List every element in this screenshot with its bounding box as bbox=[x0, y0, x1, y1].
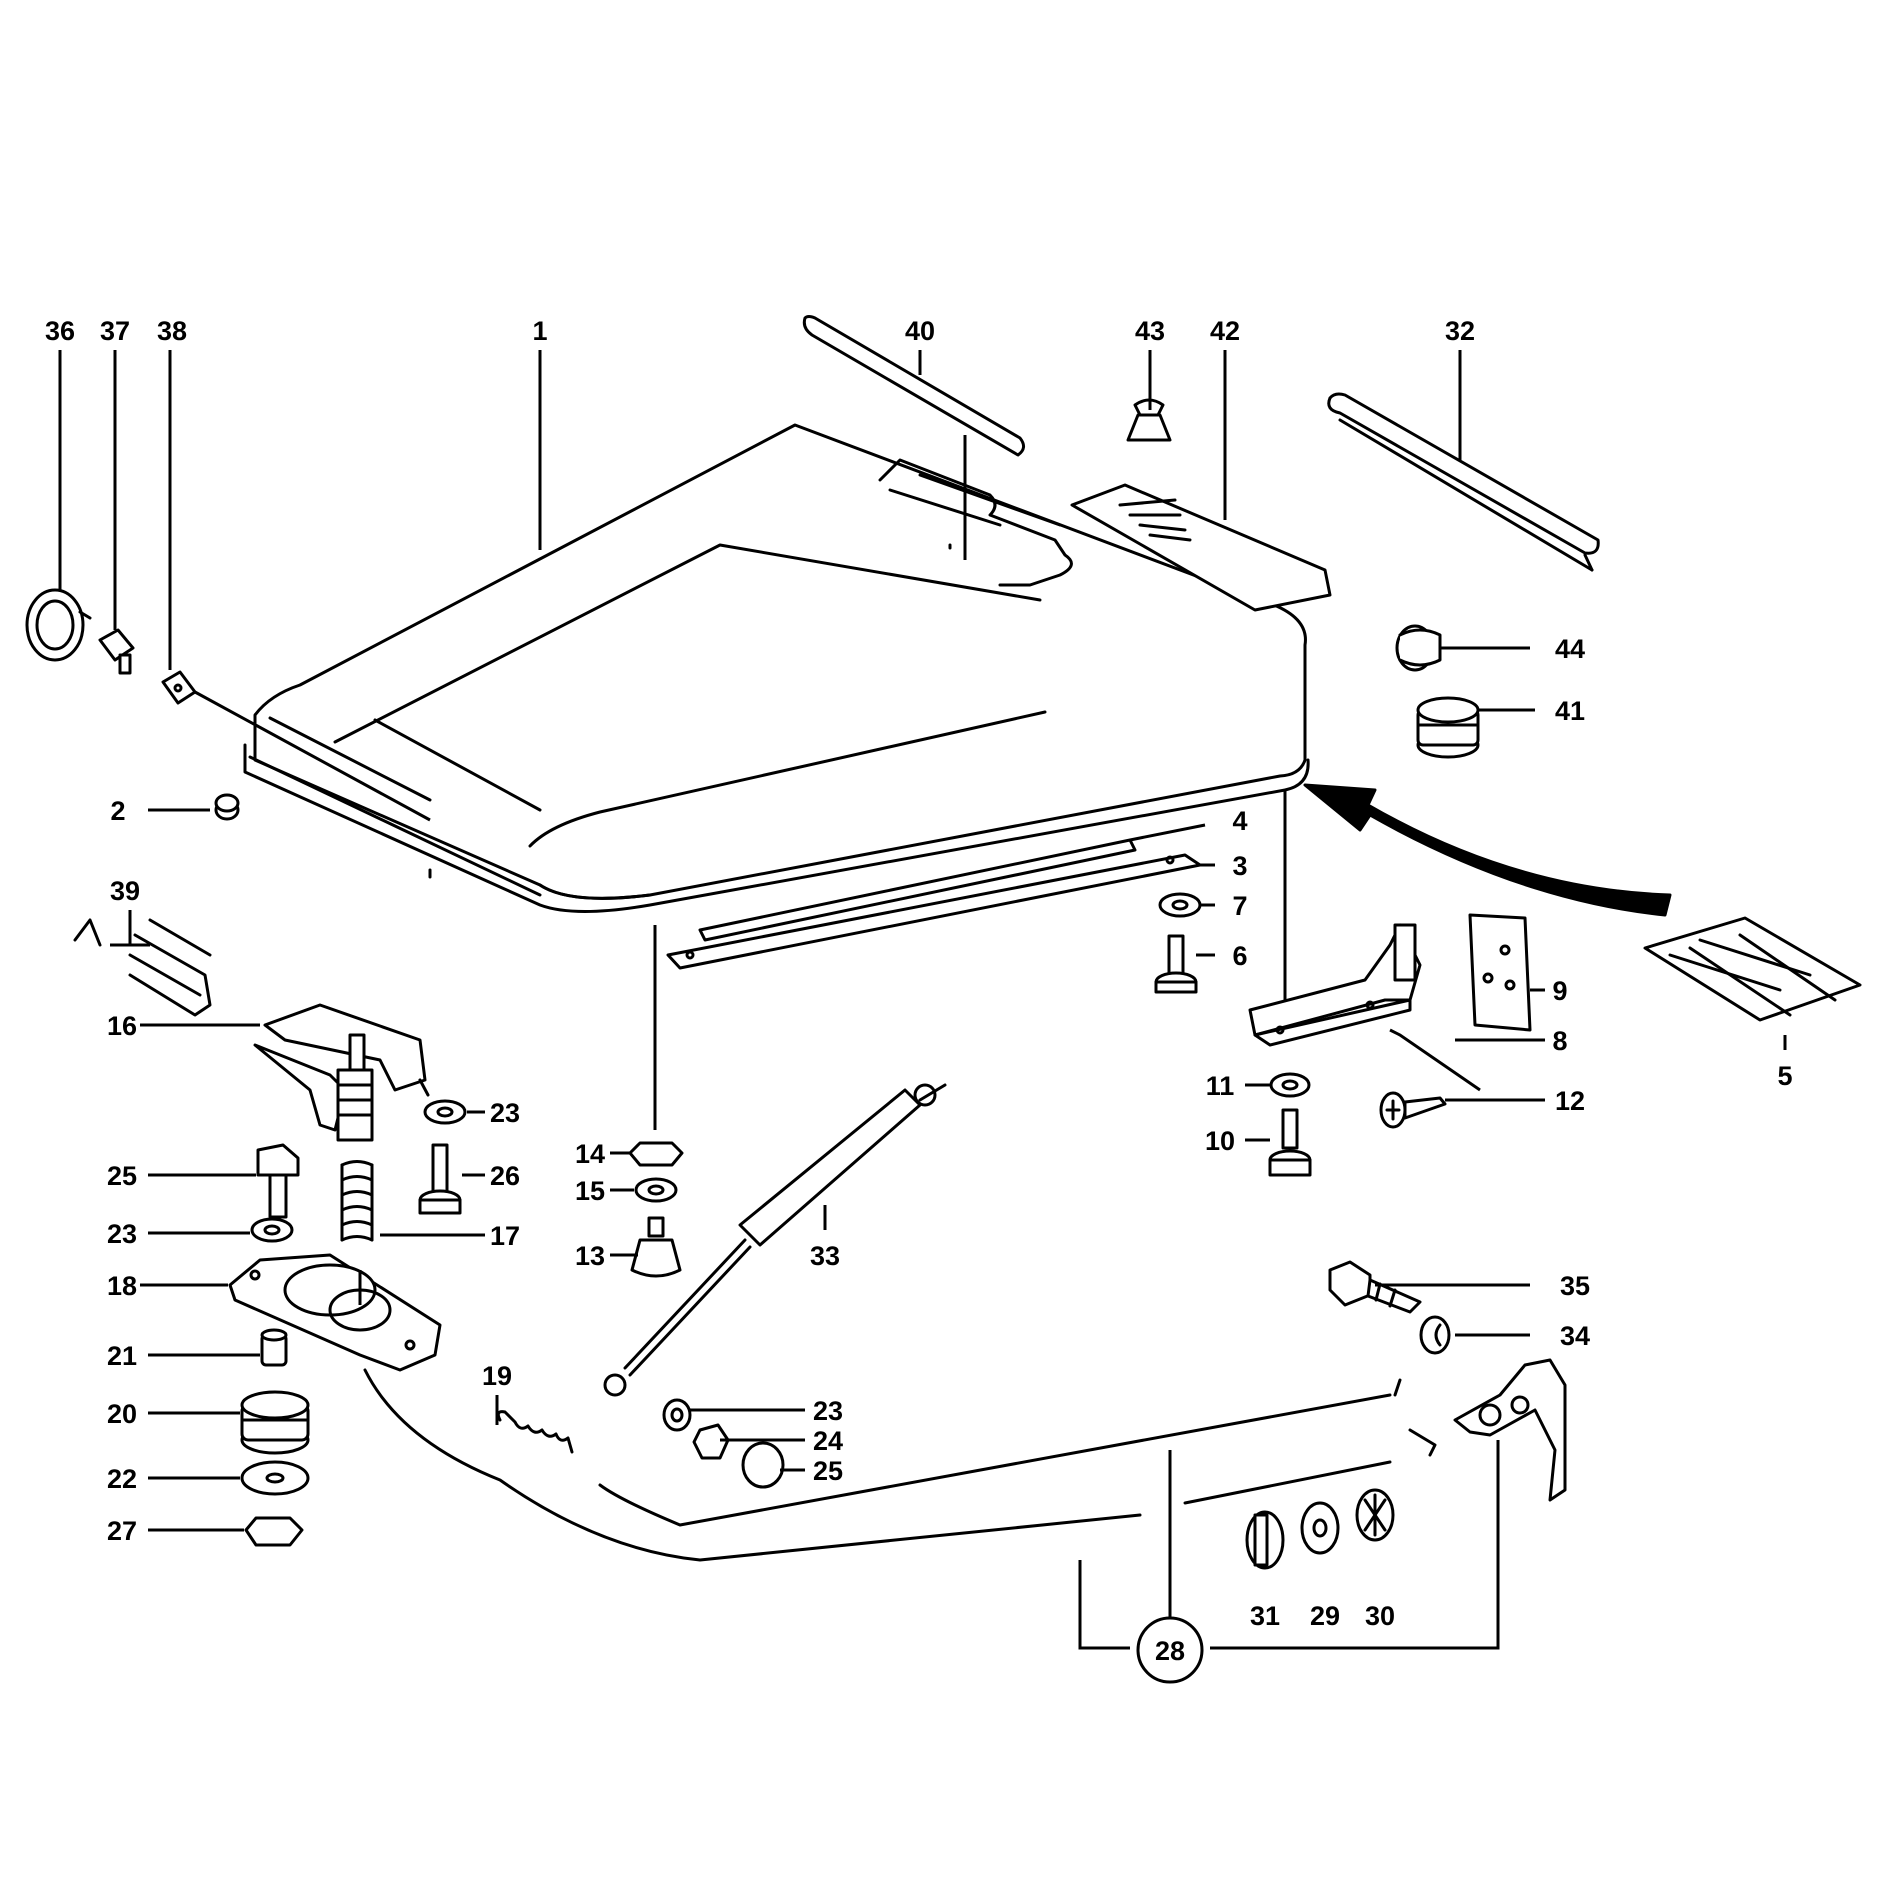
seal-bracket-39[interactable] bbox=[73, 918, 212, 1017]
callout-32: 32 bbox=[1445, 316, 1475, 346]
nut-34[interactable] bbox=[1419, 1315, 1451, 1355]
washer-23-lower[interactable] bbox=[662, 1398, 692, 1432]
callout-30: 30 bbox=[1365, 1601, 1395, 1631]
release-cable-28[interactable] bbox=[363, 1368, 1437, 1562]
callout-26: 26 bbox=[490, 1161, 520, 1191]
callout-7: 7 bbox=[1232, 891, 1247, 921]
callout-42: 42 bbox=[1210, 316, 1240, 346]
hex-nut-14[interactable] bbox=[628, 1141, 684, 1167]
callout-5: 5 bbox=[1777, 1061, 1792, 1091]
callout-17: 17 bbox=[490, 1221, 520, 1251]
callout-16: 16 bbox=[107, 1011, 137, 1041]
rubber-mount-20[interactable] bbox=[240, 1390, 310, 1455]
callout-8: 8 bbox=[1552, 1026, 1567, 1056]
callout-38: 38 bbox=[157, 316, 187, 346]
callout-18: 18 bbox=[107, 1271, 137, 1301]
bolt-6[interactable] bbox=[1154, 934, 1198, 994]
callout-20: 20 bbox=[107, 1399, 137, 1429]
callout-14: 14 bbox=[575, 1139, 605, 1169]
tension-spring-19[interactable] bbox=[496, 1410, 574, 1454]
callout-33: 33 bbox=[810, 1241, 840, 1271]
grommet-2[interactable] bbox=[214, 793, 240, 821]
callout-39: 39 bbox=[110, 876, 140, 906]
sleeve-21[interactable] bbox=[260, 1328, 288, 1367]
callout-15: 15 bbox=[575, 1176, 605, 1206]
nut-27[interactable] bbox=[244, 1516, 304, 1547]
callout-37: 37 bbox=[100, 316, 130, 346]
callout-6: 6 bbox=[1232, 941, 1247, 971]
leader-lines bbox=[58, 350, 1787, 1650]
washer-7[interactable] bbox=[1158, 892, 1202, 918]
push-clip-43[interactable] bbox=[1126, 398, 1172, 442]
callout-43: 43 bbox=[1135, 316, 1165, 346]
gas-strut-33[interactable] bbox=[603, 1083, 947, 1397]
seal-strip-4[interactable] bbox=[698, 838, 1137, 942]
star-washer-30[interactable] bbox=[1355, 1488, 1395, 1542]
callout-27: 27 bbox=[107, 1516, 137, 1546]
label-plate-5[interactable] bbox=[1643, 916, 1862, 1022]
hood-panel[interactable] bbox=[243, 423, 1310, 913]
callout-31: 31 bbox=[1250, 1601, 1280, 1631]
screw-12[interactable] bbox=[1379, 1091, 1447, 1129]
callout-labels: 1 2 3 4 5 6 7 8 9 10 11 12 13 14 15 16 1… bbox=[45, 316, 1793, 1684]
rubber-buffer-13[interactable] bbox=[630, 1216, 682, 1278]
callout-23-lower: 23 bbox=[813, 1396, 843, 1426]
hinge-8[interactable] bbox=[1248, 923, 1422, 1047]
callout-28-circle bbox=[1136, 1616, 1204, 1684]
grommet-41[interactable] bbox=[1416, 696, 1480, 759]
callout-34: 34 bbox=[1560, 1321, 1590, 1351]
callout-3: 3 bbox=[1232, 851, 1247, 881]
nut-24[interactable] bbox=[692, 1423, 730, 1460]
callout-22: 22 bbox=[107, 1464, 137, 1494]
callout-28: 28 bbox=[1155, 1636, 1185, 1666]
callout-11: 11 bbox=[1206, 1071, 1235, 1101]
callout-9: 9 bbox=[1552, 976, 1567, 1006]
seal-rail-32[interactable] bbox=[1327, 392, 1600, 572]
vent-plate-42[interactable] bbox=[1070, 483, 1332, 612]
screw-35[interactable] bbox=[1328, 1260, 1422, 1314]
cap-25-right[interactable] bbox=[741, 1441, 785, 1489]
callout-35: 35 bbox=[1560, 1271, 1590, 1301]
release-handle[interactable] bbox=[1453, 1358, 1567, 1502]
callout-29: 29 bbox=[1310, 1601, 1340, 1631]
plug-44[interactable] bbox=[1395, 624, 1442, 672]
washer-23-upper[interactable] bbox=[423, 1099, 467, 1125]
bolt-10[interactable] bbox=[1268, 1108, 1312, 1177]
callout-25-right: 25 bbox=[813, 1456, 843, 1486]
callout-2: 2 bbox=[110, 796, 125, 826]
base-plate-18[interactable] bbox=[228, 1253, 442, 1372]
cap-36[interactable] bbox=[25, 588, 92, 662]
clip-38[interactable] bbox=[161, 670, 197, 705]
callout-21: 21 bbox=[107, 1341, 137, 1371]
callout-12: 12 bbox=[1555, 1086, 1585, 1116]
bolt-25-left[interactable] bbox=[256, 1143, 300, 1219]
callout-4: 4 bbox=[1232, 806, 1247, 836]
washer-29[interactable] bbox=[1300, 1501, 1340, 1555]
callout-13: 13 bbox=[575, 1241, 605, 1271]
spring-17[interactable] bbox=[340, 1160, 374, 1242]
bolt-26[interactable] bbox=[418, 1143, 462, 1215]
callout-19: 19 bbox=[482, 1361, 512, 1391]
shim-plate-9[interactable] bbox=[1468, 913, 1532, 1032]
direction-arrow bbox=[1303, 783, 1672, 917]
callout-23-upper: 23 bbox=[490, 1098, 520, 1128]
washer-23-left[interactable] bbox=[250, 1217, 294, 1243]
callout-36: 36 bbox=[45, 316, 75, 346]
callout-23-left: 23 bbox=[107, 1219, 137, 1249]
callout-25-left: 25 bbox=[107, 1161, 137, 1191]
callout-10: 10 bbox=[1205, 1126, 1235, 1156]
washer-22[interactable] bbox=[240, 1460, 310, 1496]
callout-41: 41 bbox=[1555, 696, 1585, 726]
rod-40[interactable] bbox=[802, 315, 1025, 457]
clip-37[interactable] bbox=[98, 628, 135, 675]
washer-11[interactable] bbox=[1269, 1072, 1311, 1098]
knob-31[interactable] bbox=[1245, 1510, 1285, 1570]
callout-40: 40 bbox=[905, 316, 935, 346]
washer-15[interactable] bbox=[634, 1177, 678, 1203]
callout-1: 1 bbox=[532, 316, 547, 346]
callout-44: 44 bbox=[1555, 634, 1585, 664]
lock-assembly-16[interactable] bbox=[253, 1003, 430, 1142]
callout-24: 24 bbox=[813, 1426, 843, 1456]
